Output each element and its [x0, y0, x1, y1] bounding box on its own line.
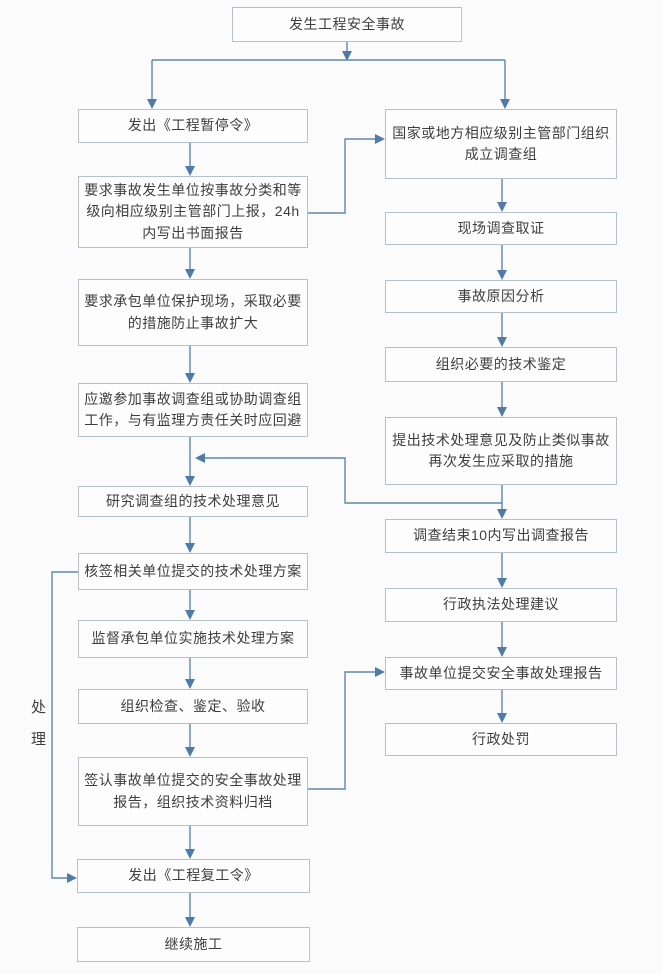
- flow-node-issue-resume-order: 发出《工程复工令》: [77, 859, 310, 893]
- flow-node-form-investigation-team: 国家或地方相应级别主管部门组织成立调查组: [385, 109, 617, 179]
- flow-node-cause-analysis: 事故原因分析: [385, 280, 617, 313]
- flow-node-investigation-report-10: 调查结束10内写出调查报告: [385, 519, 617, 553]
- flow-node-administrative-penalty: 行政处罚: [385, 723, 617, 756]
- flow-connector-measures-branch-to-study: [195, 453, 502, 504]
- flow-node-submit-handling-report: 事故单位提交安全事故处理报告: [385, 657, 617, 690]
- flow-node-study-technical-opinions: 研究调查组的技术处理意见: [78, 486, 308, 517]
- flow-connector-sign-to-submit-report: [308, 667, 385, 790]
- flow-connector-handling-bracket: [51, 571, 78, 883]
- flow-node-supervise-implementation: 监督承包单位实施技术处理方案: [78, 620, 308, 658]
- flow-node-join-investigation-team: 应邀参加事故调查组或协助调查组工作，与有监理方责任关时应回避: [78, 383, 308, 437]
- flow-node-organize-inspection-acceptance: 组织检查、鉴定、验收: [78, 689, 308, 724]
- flow-node-countersign-technical-plan: 核签相关单位提交的技术处理方案: [78, 553, 308, 590]
- flow-connector-report-to-team: [308, 134, 385, 214]
- flow-node-site-evidence-collection: 现场调查取证: [385, 212, 617, 245]
- flow-node-start: 发生工程安全事故: [232, 7, 462, 42]
- handling-phase-label: 处理: [29, 699, 46, 763]
- flow-node-protect-site: 要求承包单位保护现场，采取必要的措施防止事故扩大: [78, 279, 308, 346]
- flow-node-law-enforcement-advice: 行政执法处理建议: [385, 588, 617, 622]
- flow-node-issue-suspension-order: 发出《工程暂停令》: [78, 109, 308, 143]
- flow-node-report-within-24h: 要求事故发生单位按事故分类和等级向相应级别主管部门上报，24h内写出书面报告: [78, 176, 308, 248]
- flow-node-technical-appraisal: 组织必要的技术鉴定: [385, 347, 617, 382]
- flow-node-continue-construction: 继续施工: [77, 927, 310, 962]
- flow-node-sign-report-archive: 签认事故单位提交的安全事故处理报告，组织技术资料归档: [78, 757, 308, 826]
- flow-node-propose-measures: 提出技术处理意见及防止类似事故再次发生应采取的措施: [385, 417, 617, 485]
